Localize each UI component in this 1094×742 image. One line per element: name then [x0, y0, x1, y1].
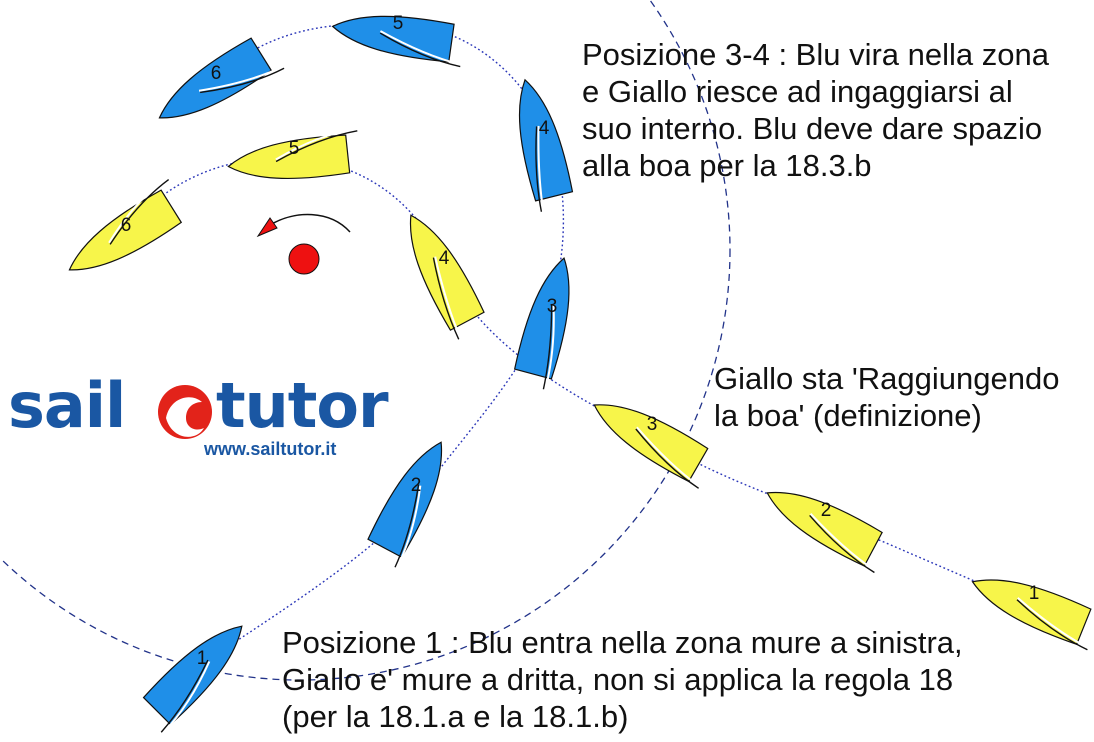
logo-text-sail: sail	[8, 369, 126, 442]
blue-boat-1-label: 1	[197, 648, 208, 669]
sail-highlight	[379, 30, 461, 66]
note-line: e Giallo riesce ad ingaggiarsi al	[582, 74, 1013, 109]
yellow-boat-4-label: 4	[439, 248, 450, 269]
sail-icon	[109, 178, 170, 245]
sail-icon	[535, 126, 543, 212]
sail-icon	[432, 257, 460, 340]
blue-boat-5	[329, 6, 461, 68]
note-line: suo interno. Blu deve dare spazio	[582, 111, 1043, 146]
hull-icon	[757, 474, 884, 568]
blue-boat-4-label: 4	[539, 118, 550, 139]
sail-icon	[809, 514, 875, 574]
logo-text-tutor: tutor	[216, 369, 389, 442]
yellow-boat-2-label: 2	[821, 500, 832, 521]
rounding-arrow-curve	[269, 213, 351, 233]
zone-circle-blue-side	[0, 0, 731, 681]
yellow-boat-2	[757, 474, 884, 574]
blue-boat-4	[505, 74, 574, 212]
yellow-boat-1	[964, 562, 1092, 651]
sail-highlight	[434, 256, 462, 339]
logo-url: www.sailtutor.it	[204, 439, 337, 459]
yellow-track	[129, 156, 1031, 606]
hull-icon	[964, 562, 1092, 646]
sail-highlight	[198, 65, 284, 92]
note-reaching-mark: Giallo sta 'Raggiungendo la boa' (defini…	[714, 360, 1059, 434]
yellow-boat-3	[583, 387, 709, 489]
hull-icon	[58, 188, 183, 288]
logo-wave-icon	[158, 385, 212, 439]
note-line: (per la 18.1.a e la 18.1.b)	[282, 699, 629, 734]
sail-highlight	[537, 125, 545, 212]
yellow-boat-3-label: 3	[647, 414, 658, 435]
note-line: Posizione 1 : Blu entra nella zona mure …	[282, 625, 963, 660]
yellow-boat-6-label: 6	[121, 215, 132, 236]
boats-layer: 1 2 3 4 5 6 1 2 3 4 5 6	[58, 6, 1092, 735]
sail-icon	[200, 67, 285, 94]
hull-icon	[148, 36, 273, 136]
sail-highlight	[161, 661, 211, 735]
yellow-boat-1-label: 1	[1029, 583, 1040, 604]
sail-highlight	[275, 127, 358, 161]
blue-boat-3-label: 3	[547, 296, 558, 317]
sail-icon	[542, 304, 553, 390]
sail-highlight	[395, 485, 422, 569]
blue-track	[194, 23, 565, 669]
blue-boat-6-label: 6	[211, 63, 222, 84]
yellow-boat-5-label: 5	[289, 138, 300, 159]
yellow-boat-4	[392, 205, 486, 340]
sail-icon	[379, 32, 461, 68]
sail-icon	[160, 659, 209, 733]
blue-boat-1	[142, 611, 257, 735]
hull-icon	[583, 387, 709, 483]
sail-highlight	[636, 426, 701, 488]
sail-highlight	[1017, 597, 1089, 649]
yellow-boat-5	[225, 127, 358, 187]
sail-icon	[394, 484, 420, 568]
sail-icon	[275, 130, 358, 163]
blue-boat-2	[366, 432, 460, 569]
blue-boat-3	[513, 252, 584, 391]
sail-icon	[1016, 599, 1088, 651]
note-position-1: Posizione 1 : Blu entra nella zona mure …	[282, 624, 963, 735]
note-line: Giallo sta 'Raggiungendo	[714, 361, 1060, 396]
blue-boat-2-label: 2	[411, 475, 422, 496]
blue-boat-5-label: 5	[393, 13, 404, 34]
mark-buoy	[288, 243, 320, 275]
sail-icon	[635, 428, 700, 489]
rounding-arrow-head-icon	[256, 217, 278, 238]
note-line: la boa' (definizione)	[714, 398, 982, 433]
blue-boat-6	[148, 36, 285, 136]
note-line: alla boa per la 18.3.b	[582, 148, 872, 183]
sail-highlight	[544, 304, 555, 391]
note-line: Posizione 3-4 : Blu vira nella zona	[582, 37, 1049, 72]
sail-highlight	[809, 512, 876, 572]
yellow-boat-6	[58, 177, 183, 288]
sail-highlight	[108, 177, 169, 244]
note-position-3-4: Posizione 3-4 : Blu vira nella zona e Gi…	[582, 36, 1049, 184]
note-line: Giallo e' mure a dritta, non si applica …	[282, 662, 954, 697]
